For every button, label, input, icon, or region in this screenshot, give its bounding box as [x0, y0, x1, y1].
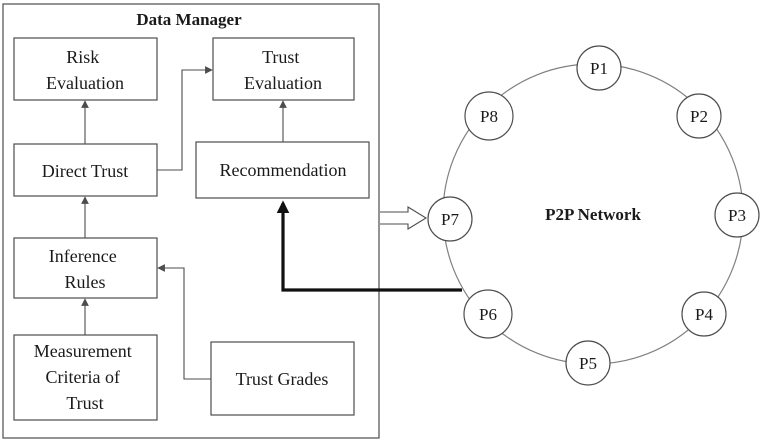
measurement-criteria-box: Measurement Criteria of Trust	[13, 334, 158, 421]
measurement-criteria-label: Measurement Criteria of Trust	[34, 341, 136, 413]
direct-trust-label: Direct Trust	[42, 161, 129, 181]
trust-evaluation-line-2: Evaluation	[244, 73, 322, 93]
arrow-p6-to-recommendation	[276, 200, 462, 292]
peer-label-p2: P2	[690, 107, 708, 126]
peer-label-p3: P3	[728, 206, 746, 225]
peer-node-p3: P3	[714, 192, 760, 238]
inference-rules-box: Inference Rules	[13, 237, 158, 299]
peer-label-p4: P4	[695, 305, 713, 324]
peer-node-p1: P1	[576, 45, 622, 91]
arrow-direct-trust-to-trust-evaluation	[157, 66, 213, 171]
data-manager-title: Data Manager	[136, 10, 242, 29]
hollow-arrow-to-p7	[380, 206, 428, 230]
risk-evaluation-line-2: Evaluation	[46, 73, 124, 93]
peer-label-p1: P1	[590, 59, 608, 78]
p2p-network: P2P Network P1 P2 P3 P4 P5 P6 P7	[427, 45, 760, 386]
peer-node-p4: P4	[681, 291, 727, 337]
inference-rules-line-2: Rules	[64, 272, 105, 292]
inference-rules-label: Inference Rules	[49, 246, 121, 292]
recommendation-label: Recommendation	[220, 160, 347, 180]
trust-evaluation-box: Trust Evaluation	[212, 37, 355, 101]
trust-grades-label: Trust Grades	[236, 369, 329, 389]
peer-label-p6: P6	[479, 305, 497, 324]
peer-node-p8: P8	[464, 91, 514, 141]
recommendation-box: Recommendation	[195, 141, 370, 199]
risk-evaluation-box: Risk Evaluation	[13, 37, 158, 101]
direct-trust-box: Direct Trust	[13, 143, 158, 197]
peer-node-p2: P2	[676, 93, 722, 139]
arrow-trust-grades-to-inference	[157, 264, 211, 380]
trust-grades-box: Trust Grades	[210, 341, 355, 416]
inference-rules-line-1: Inference	[49, 246, 117, 266]
trust-evaluation-label: Trust Evaluation	[244, 47, 322, 93]
peer-node-p6: P6	[463, 289, 513, 339]
peer-label-p7: P7	[441, 210, 459, 229]
peer-node-p7: P7	[427, 196, 473, 242]
p2p-network-label: P2P Network	[545, 205, 641, 224]
trust-evaluation-line-1: Trust	[262, 47, 299, 67]
peer-node-p5: P5	[565, 340, 611, 386]
measurement-criteria-line-1: Measurement	[34, 341, 132, 361]
risk-evaluation-label: Risk Evaluation	[46, 47, 124, 93]
peer-label-p5: P5	[579, 354, 597, 373]
risk-evaluation-line-1: Risk	[66, 47, 99, 67]
peer-label-p8: P8	[480, 107, 498, 126]
measurement-criteria-line-3: Trust	[66, 393, 103, 413]
measurement-criteria-line-2: Criteria of	[46, 367, 120, 387]
